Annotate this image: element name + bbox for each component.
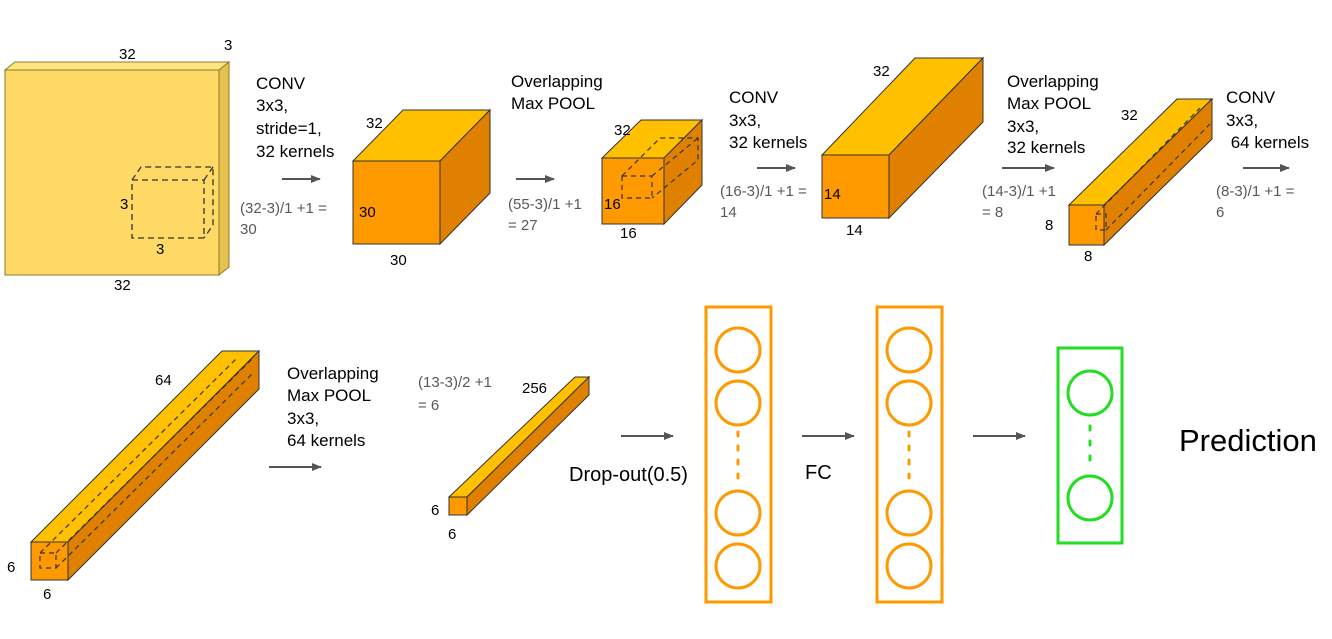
- conv3-width: 6: [43, 586, 51, 603]
- pool3-width: 6: [448, 526, 456, 543]
- stage5-formula: (8-3)/1 +1 = 6: [1216, 183, 1295, 221]
- dense-layer-2: [875, 305, 944, 604]
- dense-layer-1: [704, 305, 773, 604]
- stage6-formula: (13-3)/2 +1 = 6: [418, 374, 492, 414]
- svg-text:Max POOL: Max POOL: [287, 386, 371, 405]
- neuron: [714, 489, 762, 537]
- conv2-width: 14: [846, 222, 863, 239]
- svg-text:64 kernels: 64 kernels: [287, 431, 365, 450]
- input-volume: [3, 60, 231, 277]
- kernel-bottom-size: 3: [156, 241, 164, 258]
- kernel-window: [131, 166, 214, 239]
- pool3-volume: [447, 375, 591, 517]
- svg-text:32 kernels: 32 kernels: [1007, 138, 1085, 157]
- svg-text:Max POOL: Max POOL: [511, 94, 595, 113]
- stage4-op-label: Overlapping Max POOL 3x3, 32 kernels: [1007, 72, 1099, 157]
- kernel-left-size: 3: [120, 196, 128, 213]
- stage3-op-label: CONV 3x3, 32 kernels: [729, 88, 807, 152]
- svg-text:(32-3)/1 +1 =: (32-3)/1 +1 =: [240, 200, 327, 217]
- svg-text:(13-3)/2 +1: (13-3)/2 +1: [418, 374, 492, 391]
- svg-text:Overlapping: Overlapping: [287, 364, 379, 383]
- pool2-depth: 32: [1121, 107, 1138, 124]
- svg-text:= 27: = 27: [508, 217, 538, 234]
- stage1-op-label: CONV 3x3, stride=1, 32 kernels: [256, 74, 334, 161]
- svg-text:Max POOL: Max POOL: [1007, 94, 1091, 113]
- prediction-label: Prediction: [1179, 423, 1317, 458]
- conv2-height: 14: [824, 186, 841, 203]
- output-layer: [1056, 346, 1124, 545]
- neuron: [714, 379, 762, 427]
- conv1-width: 30: [390, 252, 407, 269]
- output-neuron: [1066, 474, 1114, 522]
- svg-text:stride=1,: stride=1,: [256, 119, 322, 138]
- svg-text:= 6: = 6: [418, 397, 439, 414]
- conv3-depth: 64: [155, 372, 172, 389]
- svg-text:CONV: CONV: [256, 74, 306, 93]
- pool1-depth: 32: [614, 122, 631, 139]
- stage4-formula: (14-3)/1 +1 = 8: [982, 183, 1056, 221]
- svg-text:3x3,: 3x3,: [729, 111, 761, 130]
- conv1-depth: 32: [366, 115, 383, 132]
- neuron: [885, 326, 933, 374]
- stage6-op-label: Overlapping Max POOL 3x3, 64 kernels: [287, 364, 379, 450]
- pool2-volume: [1067, 97, 1214, 247]
- svg-text:(14-3)/1 +1: (14-3)/1 +1: [982, 183, 1056, 200]
- conv3-height: 6: [7, 559, 15, 576]
- svg-text:3x3,: 3x3,: [287, 409, 319, 428]
- conv2-depth: 32: [873, 63, 890, 80]
- pool1-volume: [600, 118, 704, 226]
- svg-text:CONV: CONV: [729, 88, 779, 107]
- pool2-width: 8: [1084, 248, 1092, 265]
- neuron: [885, 489, 933, 537]
- input-top-width: 32: [119, 46, 136, 63]
- stage1-formula: (32-3)/1 +1 = 30: [240, 200, 327, 238]
- input-depth: 3: [224, 37, 232, 54]
- svg-text:3x3,: 3x3,: [256, 96, 288, 115]
- conv1-height: 30: [359, 204, 376, 221]
- input-bottom-width: 32: [114, 277, 131, 294]
- dropout-label: Drop-out(0.5): [569, 464, 688, 486]
- svg-text:CONV: CONV: [1226, 88, 1276, 107]
- svg-text:Overlapping: Overlapping: [1007, 72, 1099, 91]
- svg-text:= 8: = 8: [982, 204, 1003, 221]
- neuron: [714, 326, 762, 374]
- svg-text:(16-3)/1 +1 =: (16-3)/1 +1 =: [720, 183, 807, 200]
- conv2-volume: [820, 56, 985, 220]
- conv1-volume: [351, 108, 492, 246]
- output-neuron: [1066, 369, 1114, 417]
- stage5-op-label: CONV 3x3, 64 kernels: [1226, 88, 1309, 152]
- stage3-formula: (16-3)/1 +1 = 14: [720, 183, 807, 221]
- conv3-volume: [29, 349, 261, 582]
- neuron: [885, 379, 933, 427]
- svg-text:30: 30: [240, 221, 257, 238]
- fc-label: FC: [805, 462, 832, 484]
- pool2-height: 8: [1045, 217, 1053, 234]
- pool3-height: 6: [431, 502, 439, 519]
- pool3-depth: 256: [522, 380, 547, 397]
- pool1-width: 16: [620, 225, 637, 242]
- svg-text:32 kernels: 32 kernels: [729, 133, 807, 152]
- svg-text:32 kernels: 32 kernels: [256, 142, 334, 161]
- neuron: [885, 542, 933, 590]
- svg-text:64 kernels: 64 kernels: [1226, 133, 1309, 152]
- svg-text:(55-3)/1 +1: (55-3)/1 +1: [508, 196, 582, 213]
- stage2-op-label: Overlapping Max POOL: [511, 72, 603, 113]
- svg-text:(8-3)/1 +1 =: (8-3)/1 +1 =: [1216, 183, 1295, 200]
- stage2-formula: (55-3)/1 +1 = 27: [508, 196, 582, 234]
- pool1-height: 16: [604, 196, 621, 213]
- svg-text:Overlapping: Overlapping: [511, 72, 603, 91]
- neuron: [714, 542, 762, 590]
- svg-text:3x3,: 3x3,: [1226, 111, 1258, 130]
- svg-text:14: 14: [720, 204, 737, 221]
- svg-text:3x3,: 3x3,: [1007, 117, 1039, 136]
- svg-text:6: 6: [1216, 204, 1224, 221]
